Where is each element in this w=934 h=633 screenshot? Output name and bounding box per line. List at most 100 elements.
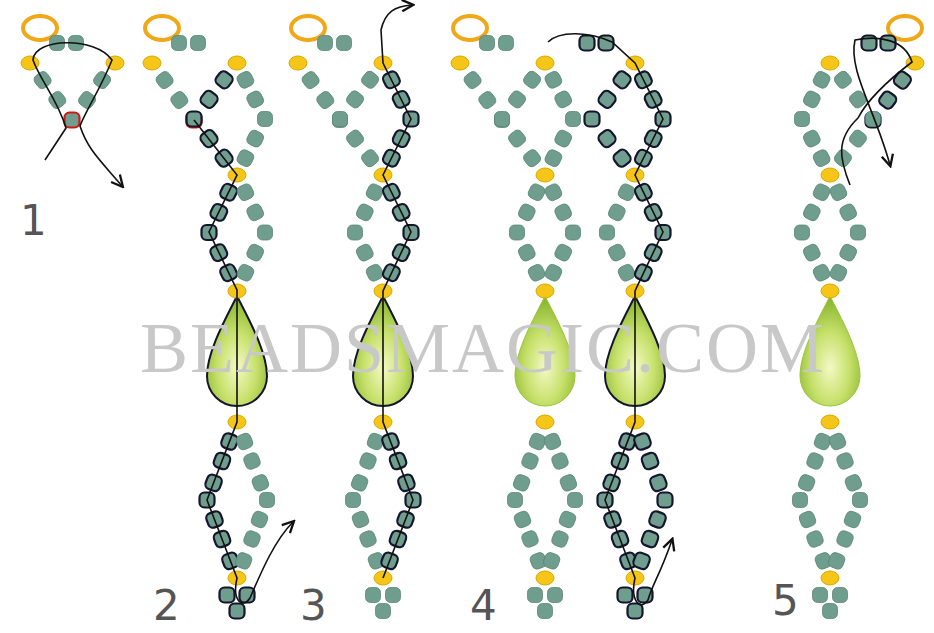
seed-bead: [798, 510, 817, 529]
seed-bead: [617, 263, 637, 283]
seed-bead: [607, 243, 627, 263]
seed-bead: [566, 112, 581, 127]
seed-bead: [495, 112, 510, 127]
seed-bead: [245, 202, 265, 222]
seed-bead: [240, 588, 255, 603]
seed-bead: [346, 493, 361, 508]
seed-bead: [795, 112, 810, 127]
seed-bead: [628, 604, 643, 619]
seed-bead: [559, 473, 578, 492]
seed-bead: [365, 182, 385, 202]
seed-bead: [191, 36, 206, 51]
seed-bead: [520, 451, 539, 470]
seed-bead: [318, 36, 333, 51]
seed-bead: [520, 529, 539, 548]
seed-bead: [812, 148, 832, 168]
seed-bead: [522, 148, 543, 169]
seed-bead: [597, 89, 618, 110]
seed-bead: [795, 225, 810, 240]
seed-bead: [337, 36, 352, 51]
seed-bead: [802, 129, 822, 149]
step-number: 2: [153, 585, 180, 627]
seed-bead: [597, 128, 618, 149]
seed-bead: [235, 263, 255, 283]
seed-bead: [600, 225, 615, 240]
seed-bead: [838, 202, 858, 222]
seed-bead: [333, 113, 348, 128]
accent-bead: [536, 415, 554, 429]
seed-bead: [234, 551, 253, 570]
accent-bead: [821, 415, 839, 429]
seed-bead: [512, 473, 531, 492]
seed-bead: [513, 510, 532, 529]
seed-bead: [543, 432, 562, 451]
accent-bead: [821, 571, 839, 585]
seed-bead: [245, 129, 265, 149]
seed-bead: [220, 588, 235, 603]
accent-bead: [536, 168, 554, 182]
step-number: 3: [300, 585, 327, 627]
accent-bead: [536, 284, 554, 298]
accent-bead: [821, 56, 839, 70]
seed-bead: [550, 529, 569, 548]
seed-bead: [843, 510, 862, 529]
step-number: 4: [470, 585, 497, 627]
accent-bead: [143, 56, 161, 70]
seed-bead: [802, 89, 822, 109]
seed-bead: [640, 529, 659, 548]
seed-bead: [832, 69, 853, 90]
seed-bead: [510, 225, 525, 240]
accent-bead: [821, 284, 839, 298]
seed-bead: [365, 263, 385, 283]
seed-bead: [618, 588, 633, 603]
seed-bead: [828, 182, 848, 202]
seed-bead: [553, 129, 573, 149]
seed-bead: [558, 510, 577, 529]
seed-bead: [835, 451, 854, 470]
seed-bead: [258, 112, 273, 127]
seed-bead: [543, 148, 563, 168]
seed-bead: [507, 89, 528, 110]
seed-bead: [187, 112, 202, 127]
seed-bead: [214, 69, 235, 90]
seed-bead: [355, 202, 375, 222]
seed-bead: [169, 90, 190, 111]
seed-bead: [333, 112, 348, 127]
seed-bead: [360, 69, 381, 90]
seed-bead: [568, 493, 583, 508]
seed-bead: [345, 128, 366, 149]
seed-bead: [548, 588, 563, 603]
seed-bead: [617, 182, 637, 202]
accent-bead: [289, 56, 307, 70]
seed-bead: [376, 604, 391, 619]
seed-bead: [853, 493, 868, 508]
seed-bead: [612, 148, 633, 169]
seed-bead: [527, 263, 547, 283]
seed-bead: [495, 113, 510, 128]
seed-bead: [585, 112, 600, 127]
seed-bead: [793, 493, 808, 508]
seed-bead: [258, 225, 273, 240]
seed-bead: [802, 202, 822, 222]
seed-bead: [230, 604, 245, 619]
seed-bead: [813, 588, 828, 603]
seed-bead: [199, 89, 220, 110]
seed-bead: [154, 70, 175, 91]
seed-bead: [553, 89, 573, 109]
seed-bead: [640, 451, 659, 470]
seed-bead: [543, 182, 563, 202]
seed-bead: [366, 588, 381, 603]
seed-bead: [838, 243, 858, 263]
seed-bead: [881, 36, 896, 51]
thread-path: [842, 38, 912, 185]
seed-bead: [833, 588, 848, 603]
seed-bead: [607, 202, 627, 222]
thread-path: [33, 43, 122, 186]
seed-bead: [649, 473, 668, 492]
seed-bead: [386, 588, 401, 603]
accent-bead: [536, 571, 554, 585]
seed-bead: [823, 604, 838, 619]
seed-bead: [477, 90, 498, 111]
accent-bead: [228, 56, 246, 70]
